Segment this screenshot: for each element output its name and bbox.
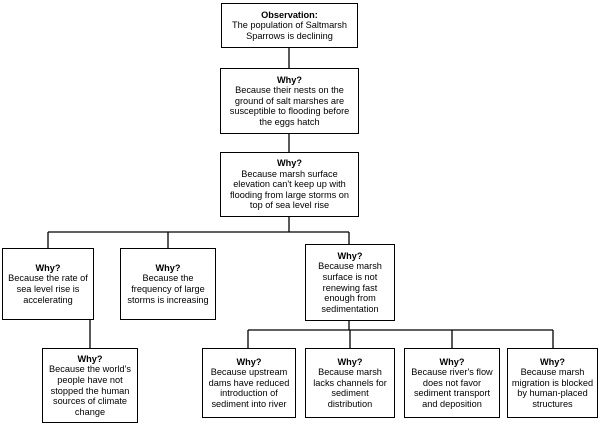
- why-migration-text: Because marsh migration is blocked by hu…: [511, 367, 594, 409]
- observation-box: Observation: The population of Saltmarsh…: [221, 3, 358, 48]
- why-channels-box: Why? Because marsh lacks channels for se…: [305, 348, 395, 418]
- why-channels-text: Because marsh lacks channels for sedimen…: [313, 367, 387, 409]
- why-migration-heading: Why?: [539, 356, 565, 367]
- why-river-flow-box: Why? Because river's flow does not favor…: [404, 348, 500, 418]
- why-storms-text: Because the frequency of large storms is…: [127, 273, 209, 305]
- why-nests-box: Why? Because their nests on the ground o…: [220, 68, 359, 134]
- why-elevation-text: Because marsh surface elevation can't ke…: [230, 168, 349, 211]
- why-sea-level-heading: Why?: [35, 262, 61, 273]
- why-climate-heading: Why?: [77, 353, 103, 364]
- why-storms-heading: Why?: [155, 262, 181, 273]
- why-dams-heading: Why?: [236, 356, 262, 367]
- why-elevation-heading: Why?: [276, 158, 302, 169]
- why-nests-heading: Why?: [276, 74, 302, 85]
- why-river-flow-heading: Why?: [439, 356, 465, 367]
- why-nests-text: Because their nests on the ground of sal…: [229, 85, 350, 127]
- observation-text: The population of Saltmarsh Sparrows is …: [232, 20, 347, 41]
- why-storms-box: Why? Because the frequency of large stor…: [120, 248, 216, 320]
- why-dams-text: Because upstream dams have reduced intro…: [208, 367, 290, 409]
- why-channels-heading: Why?: [337, 356, 363, 367]
- why-migration-box: Why? Because marsh migration is blocked …: [507, 348, 598, 418]
- why-climate-box: Why? Because the world's people have not…: [42, 348, 138, 423]
- observation-heading: Observation:: [261, 9, 318, 20]
- why-renewing-text: Because marsh surface is not renewing fa…: [318, 261, 382, 314]
- why-renewing-box: Why? Because marsh surface is not renewi…: [305, 244, 395, 321]
- why-sea-level-box: Why? Because the rate of sea level rise …: [2, 248, 94, 320]
- why-elevation-box: Why? Because marsh surface elevation can…: [220, 152, 359, 217]
- why-river-flow-text: Because river's flow does not favor sedi…: [411, 367, 493, 409]
- why-climate-text: Because the world's people have not stop…: [49, 364, 131, 417]
- why-sea-level-text: Because the rate of sea level rise is ac…: [8, 273, 88, 305]
- why-renewing-heading: Why?: [337, 250, 363, 261]
- why-dams-box: Why? Because upstream dams have reduced …: [202, 348, 296, 418]
